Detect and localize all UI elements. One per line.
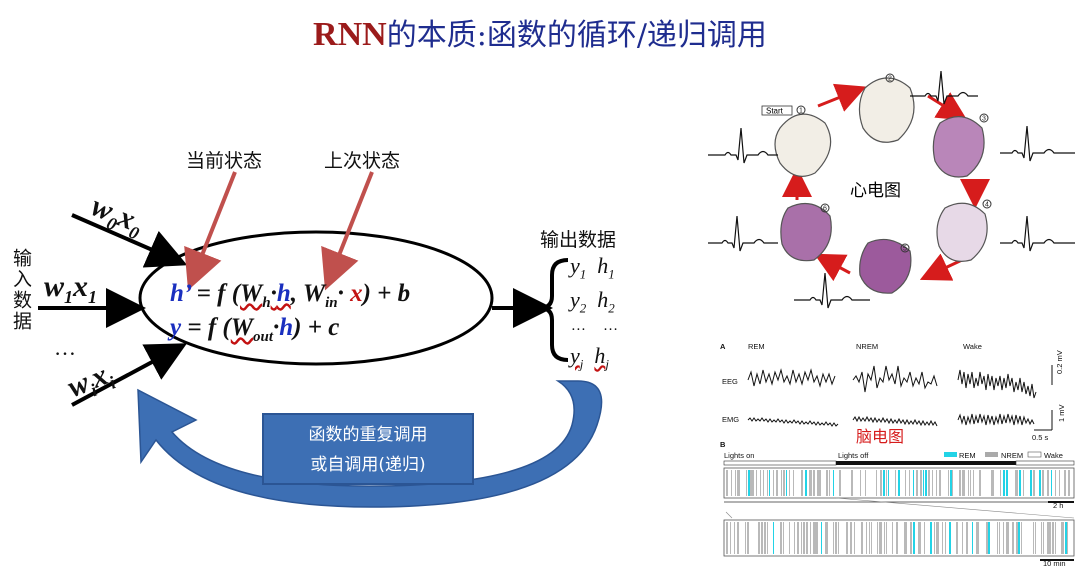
output-row-1: y1 h1: [570, 253, 615, 282]
hidden-state-equation: h’ = f (Wh·h, Win· x) + b: [170, 280, 411, 311]
output-row-2: y2 h2: [570, 287, 615, 316]
input-data-label: 输入数据: [10, 248, 32, 332]
ecg-figure: Start 1 2 3 4 5 6 心电图: [708, 70, 1075, 309]
title-rnn: RNN: [313, 16, 387, 53]
input-w1x1: w1x1: [44, 270, 98, 307]
svg-text:EEG: EEG: [722, 377, 738, 386]
svg-text:6: 6: [823, 206, 827, 213]
svg-text:1: 1: [799, 108, 803, 115]
title-rest: 的本质:函数的循环/递归调用: [386, 18, 767, 53]
svg-text:B: B: [720, 440, 726, 449]
svg-text:Lights on: Lights on: [724, 451, 754, 460]
svg-text:EMG: EMG: [722, 415, 739, 424]
rnn-diagram: [38, 171, 603, 508]
current-state-label: 当前状态: [186, 150, 263, 172]
svg-text:0.5 s: 0.5 s: [1032, 433, 1049, 442]
svg-text:2: 2: [888, 76, 892, 83]
eeg-figure: A REM NREM Wake EEG EMG 0.2 mV 1 mV 0.5 …: [720, 342, 1075, 568]
output-row-dots: … …: [572, 318, 618, 334]
output-brace: [539, 258, 569, 362]
svg-text:Wake: Wake: [1044, 451, 1063, 460]
svg-text:REM: REM: [748, 342, 765, 351]
svg-text:2 h: 2 h: [1053, 501, 1063, 510]
output-row-j: yj hj: [570, 343, 610, 372]
svg-text:1 mV: 1 mV: [1057, 404, 1066, 422]
input-dots: …: [54, 335, 76, 360]
ecg-start-label: Start: [766, 107, 784, 116]
svg-text:Wake: Wake: [963, 342, 982, 351]
previous-state-label: 上次状态: [324, 150, 401, 172]
svg-text:5: 5: [903, 246, 907, 253]
svg-text:4: 4: [985, 202, 989, 209]
eeg-label: 脑电图: [856, 427, 904, 446]
svg-text:Lights off: Lights off: [838, 451, 869, 460]
ecg-label: 心电图: [850, 181, 901, 201]
svg-text:A: A: [720, 342, 726, 351]
input-arrow-0: [71, 213, 188, 268]
current-state-arrow: [184, 171, 237, 291]
svg-text:REM: REM: [959, 451, 976, 460]
svg-text:NREM: NREM: [1001, 451, 1023, 460]
svg-text:NREM: NREM: [856, 342, 878, 351]
recursion-label-line1: 函数的重复调用: [308, 425, 428, 445]
recursion-loop-arrow: [137, 380, 603, 508]
svg-text:0.2 mV: 0.2 mV: [1055, 350, 1064, 374]
input-arrow-i: [71, 343, 188, 407]
svg-text:10 min: 10 min: [1043, 559, 1066, 568]
output-equation: y = f (Wout·h) + c: [170, 314, 340, 345]
recursion-label-box: 函数的重复调用 或自调用(递归): [262, 413, 474, 485]
recursion-label-line2: 或自调用(递归): [310, 455, 426, 475]
svg-text:3: 3: [982, 116, 986, 123]
previous-state-arrow: [321, 171, 374, 291]
output-data-label: 输出数据: [540, 229, 617, 251]
slide-title: RNN的本质:函数的循环/递归调用: [0, 10, 1080, 54]
